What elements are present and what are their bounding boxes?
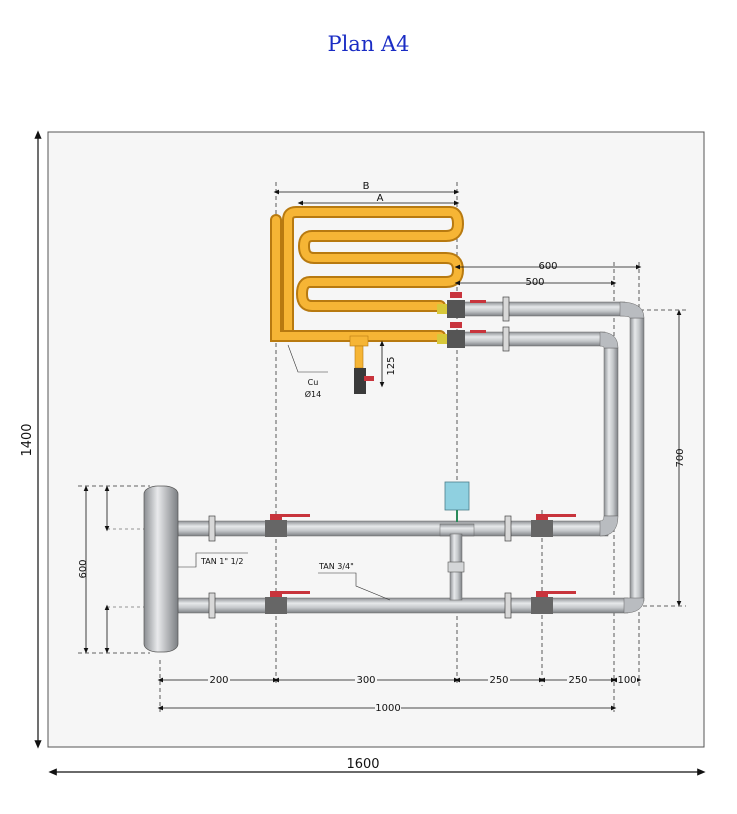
drain-tee — [349, 335, 369, 347]
dim-200-label: 200 — [209, 675, 228, 686]
dim-600-left-label: 600 — [78, 559, 89, 578]
valve-return-right — [531, 591, 576, 614]
dim-500-label: 500 — [525, 277, 544, 288]
total-width-label: 1600 — [346, 757, 379, 772]
valve-top-2 — [437, 322, 486, 348]
pipe-clamps — [208, 296, 512, 619]
riser-inner — [603, 347, 619, 517]
pipe-top-1 — [454, 301, 626, 317]
storage-tank — [143, 485, 179, 653]
dim-100-label: 100 — [617, 675, 636, 686]
pipe-lower-return — [177, 597, 629, 614]
valve-supply-right — [531, 514, 576, 537]
sensor-box — [444, 481, 470, 511]
drain-valve — [354, 368, 366, 394]
dim-250a-label: 250 — [489, 675, 508, 686]
bend-outer-bottom — [623, 597, 645, 614]
copper-coil — [270, 206, 465, 342]
pipe-top-2 — [454, 331, 606, 347]
riser-outer — [629, 317, 645, 602]
tank-main-connection-label: TAN 1" 1/2 — [200, 557, 243, 566]
tank-branch-connection-label: TAN 3/4" — [318, 562, 354, 571]
bend-inner-bottom — [599, 515, 619, 537]
branch-union — [447, 561, 465, 573]
valves — [265, 292, 576, 614]
dim-700-label: 700 — [675, 448, 686, 467]
drain-valve-handle — [364, 376, 374, 381]
bend-inner-top — [599, 331, 619, 349]
total-height-label: 1400 — [20, 423, 35, 456]
copper-material-label: Cu — [308, 378, 319, 387]
dim-600-top-label: 600 — [538, 261, 557, 272]
plan-title: Plan A4 — [327, 32, 410, 56]
valve-supply-left — [265, 514, 310, 537]
dim-a-label: A — [377, 193, 384, 204]
dim-250b-label: 250 — [568, 675, 587, 686]
bend-outer-top — [619, 301, 645, 319]
dim-300-label: 300 — [356, 675, 375, 686]
copper-diameter-label: Ø14 — [305, 389, 321, 399]
valve-top-1 — [437, 292, 486, 318]
dim-125-label: 125 — [386, 356, 397, 375]
valve-return-left — [265, 591, 310, 614]
dim-1000-label: 1000 — [375, 703, 400, 714]
dim-b-label: B — [363, 181, 370, 192]
drain-stub — [354, 345, 364, 369]
